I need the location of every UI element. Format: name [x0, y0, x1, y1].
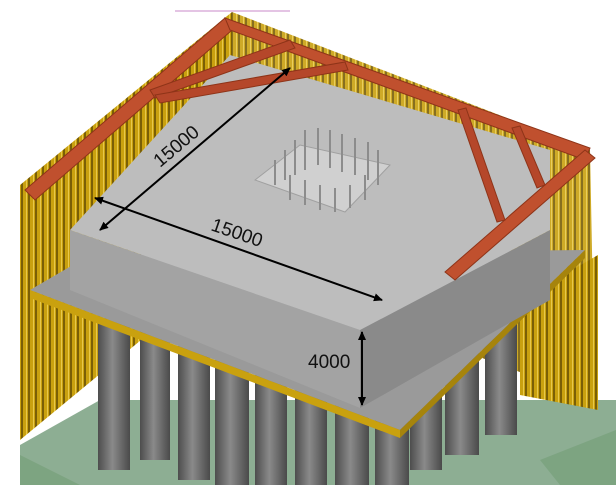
pile-group	[98, 320, 517, 485]
dimension-arrow-icon	[94, 196, 383, 302]
dimension-lines	[94, 67, 383, 406]
dimension-label-height: 4000	[308, 352, 350, 373]
